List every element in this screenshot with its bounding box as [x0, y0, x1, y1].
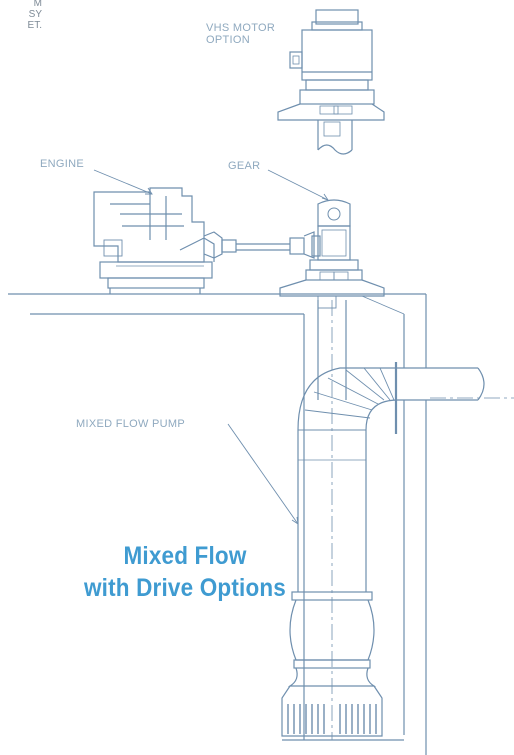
vhs-motor-drawing	[277, 9, 385, 155]
gear-drawing	[279, 199, 385, 309]
diagram-title-line2: with Drive Options	[83, 574, 286, 602]
mixed-flow-pump-label: MIXED FLOW PUMP	[76, 418, 186, 430]
vhs-motor-label-line1: VHS MOTOR	[206, 22, 276, 34]
floor-slab	[8, 293, 427, 755]
corner-line: M	[33, 0, 42, 9]
vhs-motor-label-line2: OPTION	[206, 34, 250, 46]
engine-label: ENGINE	[40, 158, 84, 170]
leader-lines	[93, 169, 330, 525]
corner-text: M SY ET.	[0, 0, 42, 31]
gear-label: GEAR	[228, 160, 261, 172]
engine-drawing	[93, 187, 315, 294]
corner-line: ET.	[27, 20, 42, 31]
pump-column	[281, 300, 514, 740]
diagram-title-line1: Mixed Flow	[123, 542, 247, 570]
vhs-motor-label: VHS MOTOR OPTION	[206, 22, 275, 46]
corner-line: SY	[28, 9, 42, 20]
